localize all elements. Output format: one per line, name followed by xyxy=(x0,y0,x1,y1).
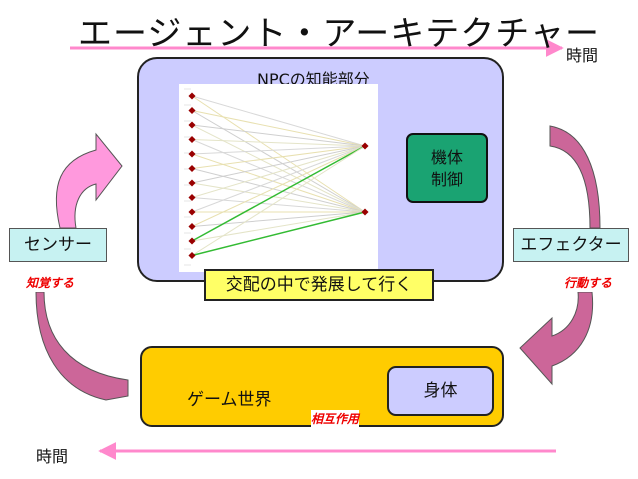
network-edge xyxy=(191,168,366,213)
network-edge xyxy=(191,211,366,242)
neural-network-graph xyxy=(184,88,369,266)
network-edge xyxy=(191,110,366,147)
network-edge xyxy=(191,145,366,155)
effector-box: エフェクター xyxy=(513,228,629,262)
network-edge xyxy=(191,139,366,147)
network-node xyxy=(188,92,196,100)
game-world-label: ゲーム世界 xyxy=(187,390,272,410)
network-edge xyxy=(191,145,366,242)
time-label-top: 時間 xyxy=(566,46,599,65)
machine-control-box: 機体 制御 xyxy=(406,133,488,203)
network-edge xyxy=(191,95,366,213)
network-edge xyxy=(191,211,366,227)
network-edge xyxy=(191,145,366,256)
network-edge xyxy=(191,95,366,147)
network-edge xyxy=(191,124,366,147)
network-node xyxy=(361,208,369,216)
effector-top-arrow xyxy=(549,125,601,229)
network-edge xyxy=(191,145,366,169)
network-node xyxy=(188,222,196,231)
network-node xyxy=(188,179,196,187)
network-edge xyxy=(191,211,366,257)
machine-control-line-1: 機体 xyxy=(430,148,463,167)
sensor-up-arrow xyxy=(55,132,123,229)
network-edge xyxy=(191,197,366,213)
network-edge xyxy=(191,145,366,184)
network-edge xyxy=(191,139,366,213)
network-node xyxy=(188,121,196,129)
network-node xyxy=(188,208,196,216)
develop-label-box: 交配の中で発展して行く xyxy=(204,269,434,301)
network-node xyxy=(188,237,196,245)
network-edge xyxy=(191,145,366,198)
sensor-box: センサー xyxy=(9,228,107,262)
perceive-label: 知覚する xyxy=(15,274,85,292)
network-edge xyxy=(191,124,366,213)
network-node xyxy=(188,193,196,202)
act-label: 行動する xyxy=(551,274,625,292)
neural-network xyxy=(179,84,378,272)
network-node xyxy=(188,106,196,115)
network-node xyxy=(188,164,196,173)
network-edge xyxy=(191,145,366,227)
interaction-label: 相互作用 xyxy=(311,410,360,428)
network-node xyxy=(361,142,369,150)
sensor-down-arrow xyxy=(35,291,129,401)
effector-down-arrow xyxy=(519,291,594,386)
network-edge xyxy=(191,145,366,213)
network-node xyxy=(188,150,196,158)
time-label-bottom: 時間 xyxy=(36,447,69,466)
machine-control-line-2: 制御 xyxy=(430,170,463,189)
body-box: 身体 xyxy=(387,366,494,416)
network-node xyxy=(188,135,196,144)
page-title: エージェント・アーキテクチャー xyxy=(78,14,600,54)
network-edge xyxy=(191,110,366,213)
network-node xyxy=(188,251,196,260)
network-edge xyxy=(191,153,366,213)
network-edge xyxy=(191,182,366,213)
